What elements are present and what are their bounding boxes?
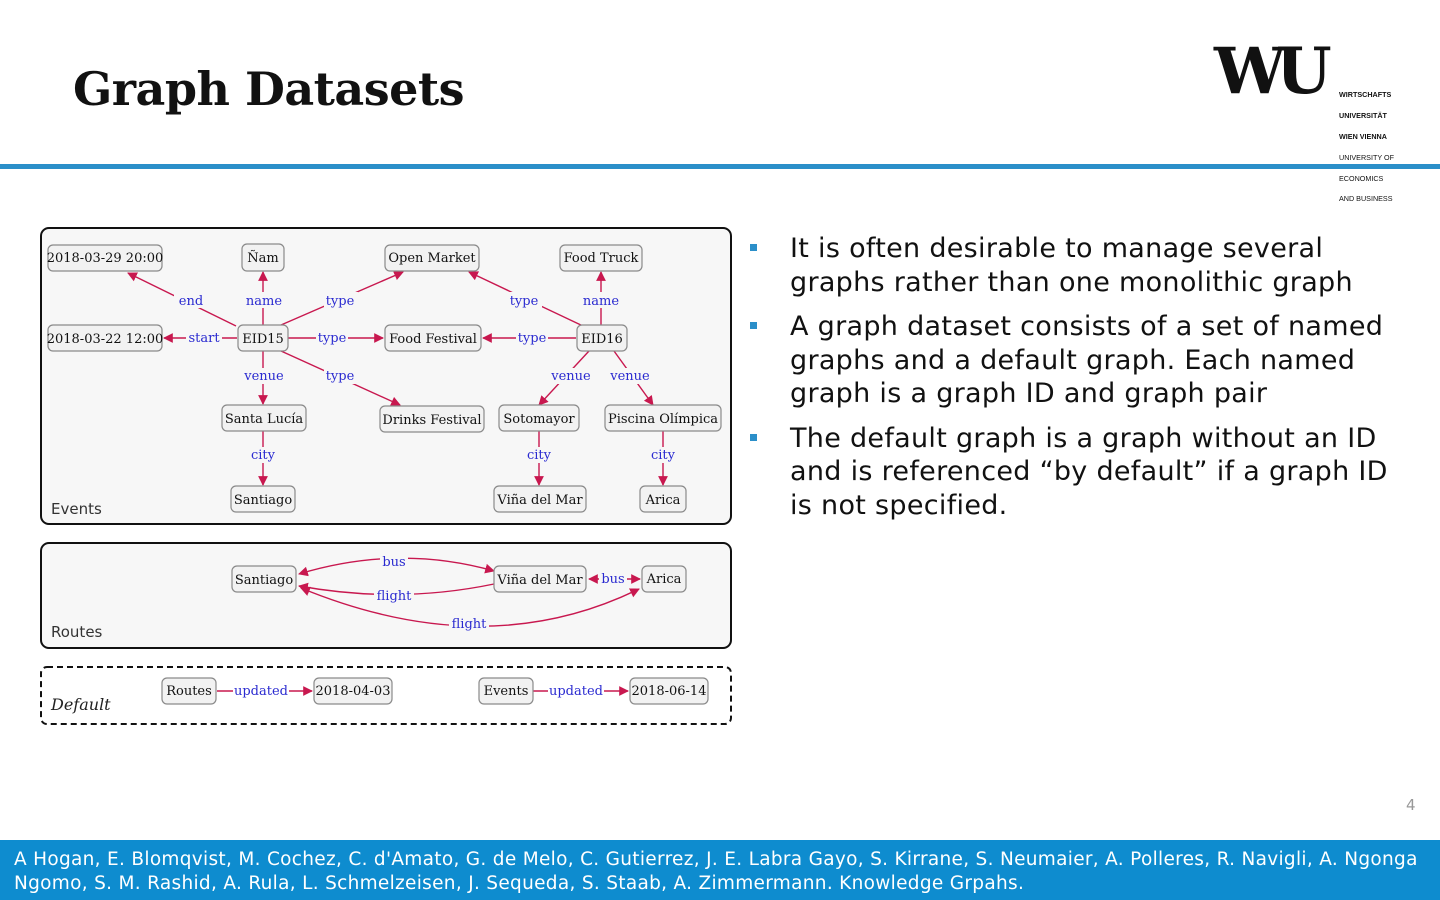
node-label: Routes [166,684,212,699]
edge-label-type2: type [510,294,539,309]
bullet-item: The default graph is a graph without an … [746,422,1416,523]
page-number: 4 [1406,796,1416,814]
logo-text: WIRTSCHAFTS UNIVERSITÄT WIEN VIENNA UNIV… [1339,80,1394,215]
header-rule [0,164,1440,169]
node-default-routes: Routes [161,677,217,705]
node-default-events: Events [478,677,534,705]
bullet-square-icon [750,322,757,329]
graph-dataset-diagram: Events Routes Default end name type [40,227,732,725]
node-label: 2018-04-03 [316,684,391,699]
node-drinks-festival: Drinks Festival [379,405,485,433]
node-label: Santa Lucía [225,412,304,427]
bullet-text: It is often desirable to manage several … [790,233,1353,298]
node-route-vina-del-mar: Viña del Mar [493,565,587,593]
edge-label-venue2: venue [550,369,591,384]
edge-label-venue1: venue [243,369,284,384]
wu-logo: WU WIRTSCHAFTS UNIVERSITÄT WIEN VIENNA U… [1212,34,1402,204]
node-label: Piscina Olímpica [608,412,718,427]
events-panel-label: Events [51,500,102,518]
logo-line: UNIVERSITY OF [1339,152,1394,162]
node-label: Ñam [247,250,278,266]
node-label: Arica [645,493,681,508]
node-sotomayor: Sotomayor [498,404,580,432]
node-food-truck: Food Truck [559,244,643,272]
node-santiago: Santiago [230,485,296,513]
node-label: Arica [646,572,682,587]
node-label: Santiago [235,573,293,588]
node-label: Viña del Mar [496,573,583,588]
bullet-text: The default graph is a graph without an … [790,422,1388,521]
edge-label-name1: name [246,294,282,309]
node-santa-lucia: Santa Lucía [221,404,307,432]
default-panel-label: Default [50,695,111,714]
node-label: Food Festival [389,332,477,347]
edge-label-bus1: bus [382,555,405,570]
logo-mark: WU [1214,34,1332,109]
edge-label-city2: city [527,448,552,463]
node-d2: 2018-03-22 12:00 [47,324,164,352]
node-label: Drinks Festival [382,413,481,428]
edge-label-flight1: flight [377,589,413,604]
node-label: EID15 [242,332,284,347]
bullet-square-icon [750,433,757,441]
node-default-date1: 2018-04-03 [313,677,393,705]
edge-label-name2: name [583,294,619,309]
edge-label-type3: type [318,331,347,346]
node-food-festival: Food Festival [384,324,482,352]
logo-line: WIEN VIENNA [1339,132,1387,142]
node-label: 2018-03-22 12:00 [47,332,164,347]
node-route-santiago: Santiago [231,565,297,593]
slide-title: Graph Datasets [73,62,465,116]
node-label: Events [484,684,529,699]
node-default-date2: 2018-06-14 [629,677,709,705]
footer-bar: A Hogan, E. Blomqvist, M. Cochez, C. d'A… [0,840,1440,900]
node-label: EID16 [581,332,623,347]
logo-line: ECONOMICS [1339,173,1384,183]
edge-label-end: end [179,294,203,309]
edge-label-updated1: updated [234,684,288,699]
node-label: Open Market [388,251,476,266]
footer-citation: A Hogan, E. Blomqvist, M. Cochez, C. d'A… [14,849,1418,894]
node-nam: Ñam [241,243,285,272]
edge-label-type1: type [326,294,355,309]
node-open-market: Open Market [384,244,480,272]
node-route-arica: Arica [641,565,687,593]
edge-label-venue3: venue [609,369,650,384]
edge-label-city1: city [251,448,276,463]
routes-panel-label: Routes [51,623,103,641]
node-label: 2018-03-29 20:00 [47,251,164,266]
logo-line: UNIVERSITÄT [1339,111,1387,121]
bullet-text: A graph dataset consists of a set of nam… [790,311,1384,409]
node-vina-del-mar: Viña del Mar [493,485,587,513]
node-label: Food Truck [564,251,639,266]
edge-label-updated2: updated [549,684,603,699]
bullet-item: It is often desirable to manage several … [746,232,1416,299]
node-label: 2018-06-14 [632,684,707,699]
edge-label-type4: type [518,331,547,346]
bullet-square-icon [750,244,757,251]
node-label: Sotomayor [503,412,575,427]
events-panel [40,227,732,525]
node-label: Santiago [234,493,292,508]
logo-line: AND BUSINESS [1339,194,1393,204]
node-piscina-olimpica: Piscina Olímpica [604,404,722,432]
edge-label-bus2: bus [601,572,624,587]
node-eid15: EID15 [237,324,289,352]
edge-label-start: start [188,331,220,346]
bullet-list: It is often desirable to manage several … [746,232,1416,533]
bullet-item: A graph dataset consists of a set of nam… [746,310,1416,411]
edge-label-type5: type [326,369,355,384]
edge-label-city3: city [651,448,676,463]
edge-label-flight2: flight [452,617,488,632]
node-d1: 2018-03-29 20:00 [47,244,164,272]
node-label: Viña del Mar [496,493,583,508]
logo-line: WIRTSCHAFTS [1339,90,1392,100]
node-arica: Arica [639,485,687,513]
node-eid16: EID16 [576,324,628,352]
